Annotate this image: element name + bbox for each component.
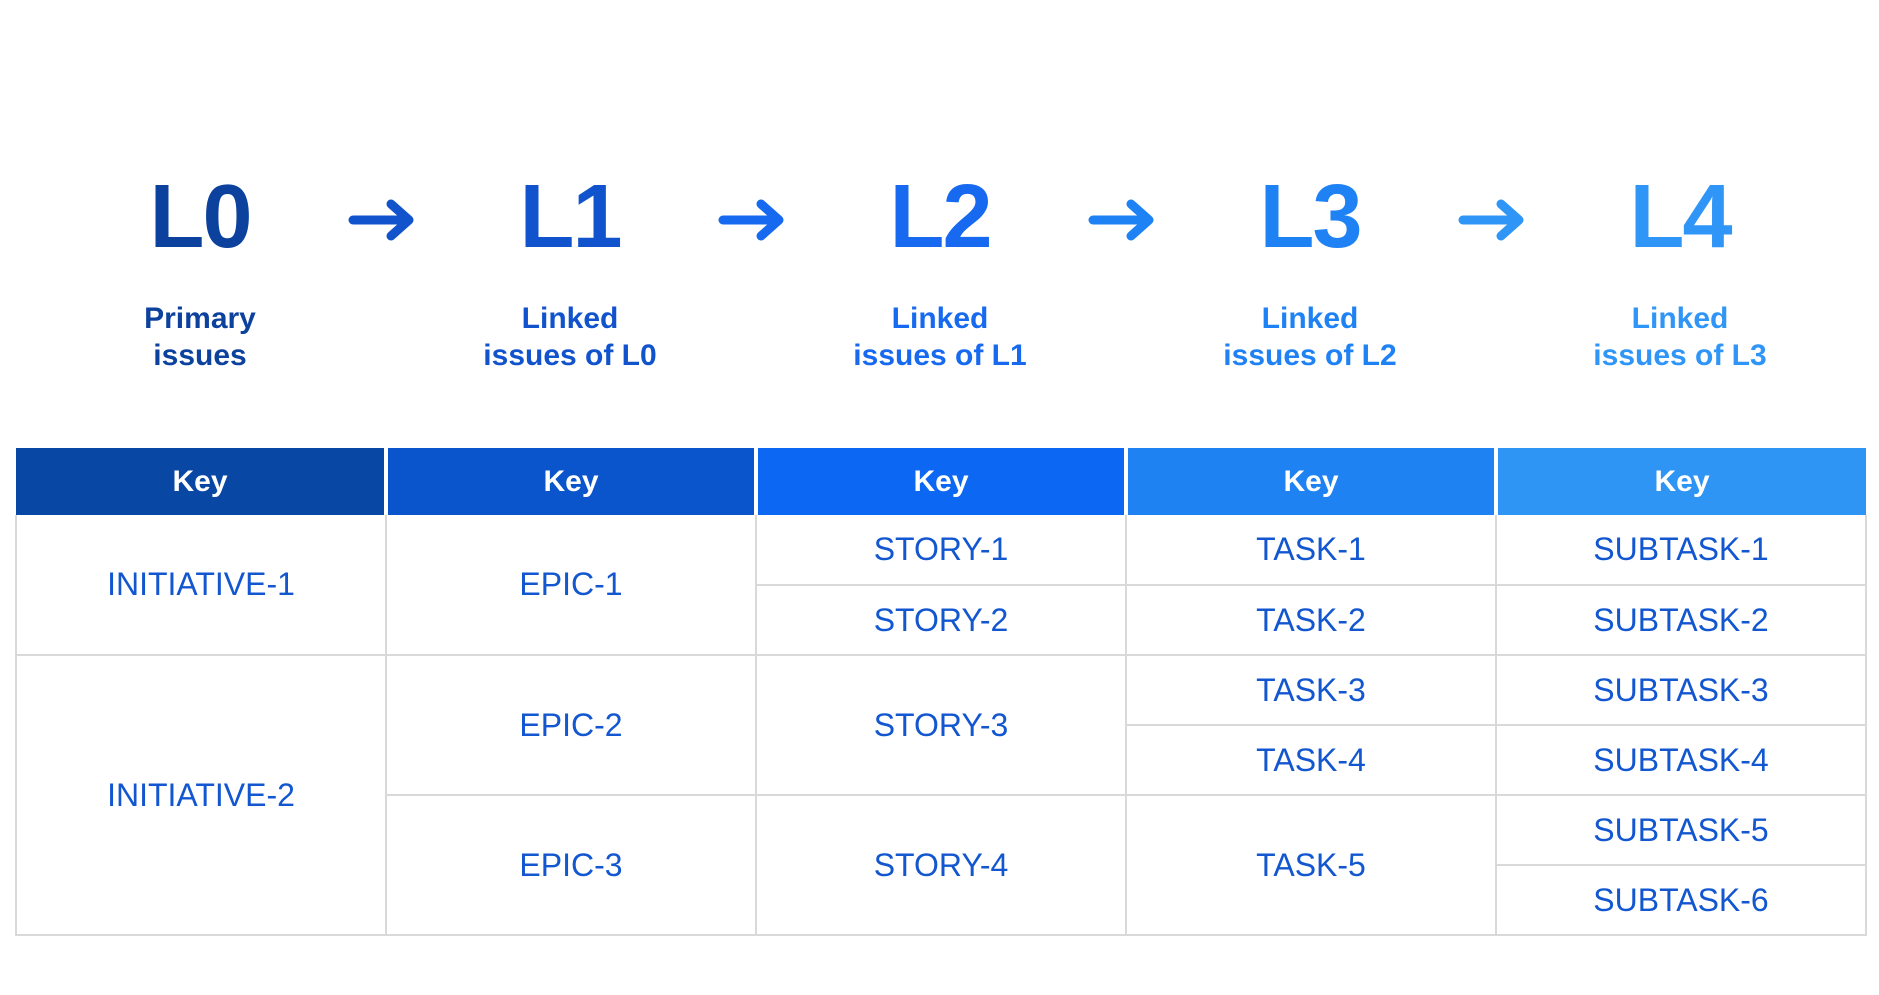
table-cell-subtask-4: SUBTASK-4 xyxy=(1495,724,1867,796)
table-cell-task-4: TASK-4 xyxy=(1125,724,1497,796)
level-description-line1: Primary xyxy=(144,302,256,335)
table-cell-story-3: STORY-3 xyxy=(755,654,1127,796)
level-description-line1: Linked xyxy=(891,302,989,335)
arrow-l0-l1-icon xyxy=(345,192,425,248)
table-cell-epic-3: EPIC-3 xyxy=(385,794,757,936)
table-cell-subtask-2: SUBTASK-2 xyxy=(1495,584,1867,656)
table-cell-task-3: TASK-3 xyxy=(1125,654,1497,726)
table-cell-story-2: STORY-2 xyxy=(755,584,1127,656)
level-column-l1: L1 Linked issues of L0 xyxy=(385,0,755,448)
table-cell-subtask-3: SUBTASK-3 xyxy=(1495,654,1867,726)
table-cell-task-2: TASK-2 xyxy=(1125,584,1497,656)
table-cell-subtask-1: SUBTASK-1 xyxy=(1495,515,1867,586)
level-description-l3: Linked issues of L2 xyxy=(1125,300,1495,374)
level-column-l3: L3 Linked issues of L2 xyxy=(1125,0,1495,448)
table-cell-epic-2: EPIC-2 xyxy=(385,654,757,796)
table-header: Key Key Key Key Key xyxy=(16,448,1866,515)
table-header-cell-l1: Key xyxy=(384,448,756,515)
level-label-l3: L3 xyxy=(1259,167,1362,267)
table-cell-initiative-2: INITIATIVE-2 xyxy=(15,654,387,936)
table-header-cell-l3: Key xyxy=(1124,448,1496,515)
table-cell-story-1: STORY-1 xyxy=(755,515,1127,586)
table-cell-initiative-1: INITIATIVE-1 xyxy=(15,515,387,656)
table-header-cell-l4: Key xyxy=(1494,448,1866,515)
level-description-l2: Linked issues of L1 xyxy=(755,300,1125,374)
hierarchy-header: L0 Primary issues L1 Linked issues of L0… xyxy=(0,0,1879,448)
level-label-l0: L0 xyxy=(149,167,252,267)
level-label-l1: L1 xyxy=(519,167,622,267)
table-cell-epic-1: EPIC-1 xyxy=(385,515,757,656)
table-cell-story-4: STORY-4 xyxy=(755,794,1127,936)
table-cell-subtask-6: SUBTASK-6 xyxy=(1495,864,1867,936)
table-cell-subtask-5: SUBTASK-5 xyxy=(1495,794,1867,866)
level-description-line1: Linked xyxy=(1261,302,1359,335)
level-label-l2: L2 xyxy=(889,167,992,267)
arrow-l2-l3-icon xyxy=(1085,192,1165,248)
table-cell-task-1: TASK-1 xyxy=(1125,515,1497,586)
table-header-cell-l0: Key xyxy=(16,448,386,515)
arrow-l1-l2-icon xyxy=(715,192,795,248)
level-column-l0: L0 Primary issues xyxy=(15,0,385,448)
level-description-line2: issues of L2 xyxy=(1223,339,1397,372)
level-description-line2: issues of L0 xyxy=(483,339,657,372)
level-column-l2: L2 Linked issues of L1 xyxy=(755,0,1125,448)
level-column-l4: L4 Linked issues of L3 xyxy=(1495,0,1865,448)
level-label-l4: L4 xyxy=(1629,167,1732,267)
table-header-cell-l2: Key xyxy=(754,448,1126,515)
level-description-l4: Linked issues of L3 xyxy=(1495,300,1865,374)
level-description-l0: Primary issues xyxy=(15,300,385,374)
table-row: SUBTASK-6 xyxy=(16,864,1867,936)
arrow-l3-l4-icon xyxy=(1455,192,1535,248)
table-header-row: Key Key Key Key Key xyxy=(16,448,1866,515)
level-description-line2: issues of L3 xyxy=(1593,339,1767,372)
level-description-l1: Linked issues of L0 xyxy=(385,300,755,374)
level-description-line2: issues of L1 xyxy=(853,339,1027,372)
level-description-line1: Linked xyxy=(521,302,619,335)
table-cell-task-5: TASK-5 xyxy=(1125,794,1497,936)
level-description-line1: Linked xyxy=(1631,302,1729,335)
level-description-line2: issues xyxy=(153,339,247,372)
